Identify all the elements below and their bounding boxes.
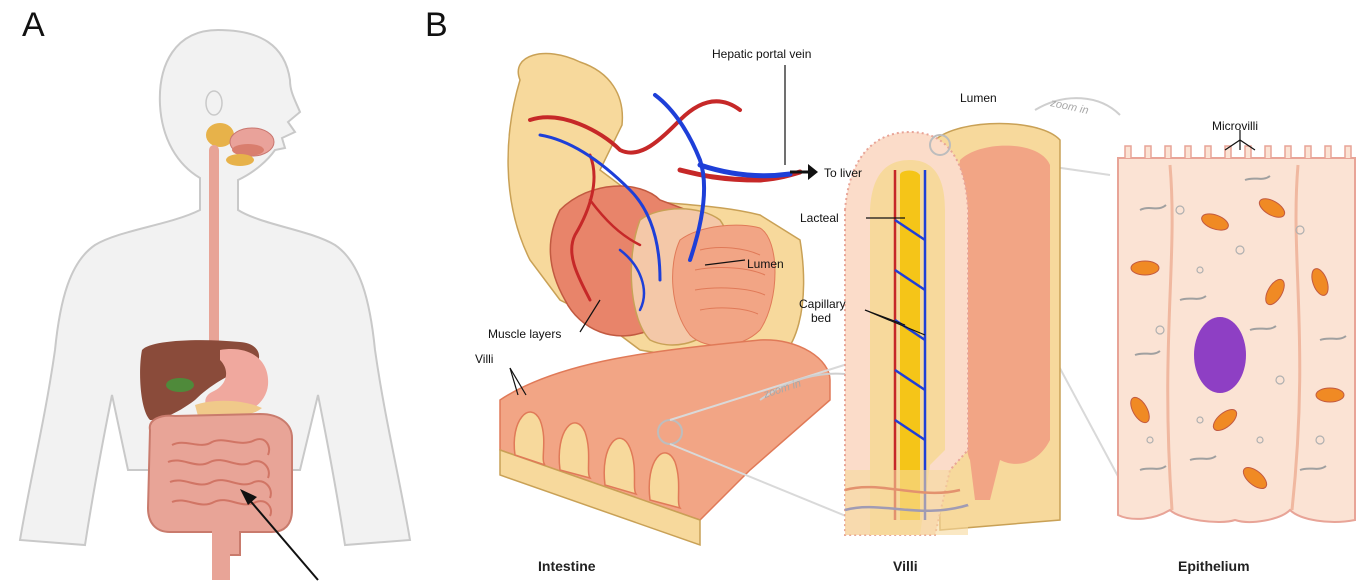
gallbladder xyxy=(166,378,194,392)
intestine-lumen xyxy=(673,225,775,346)
villus-back-inner xyxy=(958,146,1050,500)
label-capillary-bed-2: bed xyxy=(811,311,831,325)
label-hepatic-portal-vein: Hepatic portal vein xyxy=(712,47,811,61)
label-microvilli: Microvilli xyxy=(1212,119,1258,133)
label-lumen-villi: Lumen xyxy=(960,91,997,105)
villus-base xyxy=(845,470,968,535)
caption-villi: Villi xyxy=(893,558,918,574)
label-muscle-layers: Muscle layers xyxy=(488,327,561,341)
microvilli-brush-border xyxy=(1125,146,1351,158)
villus-illustration xyxy=(845,124,1060,536)
caption-epithelium: Epithelium xyxy=(1178,558,1250,574)
label-lumen-intestine: Lumen xyxy=(747,257,784,271)
rectum xyxy=(212,530,230,580)
epithelium-illustration xyxy=(1118,146,1355,522)
to-liver-arrowhead xyxy=(808,164,818,180)
lacteal-vessel xyxy=(900,170,920,520)
intestine-illustration xyxy=(500,54,830,545)
label-capillary-bed-1: Capillary xyxy=(799,297,846,311)
label-villi: Villi xyxy=(475,352,493,366)
human-body-figure xyxy=(20,30,410,580)
label-zoom-in-2: zoom in xyxy=(1048,97,1089,117)
caption-intestine: Intestine xyxy=(538,558,596,574)
label-lacteal: Lacteal xyxy=(800,211,839,225)
label-to-liver: To liver xyxy=(824,166,862,180)
submandibular-gland xyxy=(226,154,254,166)
nucleus xyxy=(1194,317,1246,393)
ear xyxy=(206,91,222,115)
